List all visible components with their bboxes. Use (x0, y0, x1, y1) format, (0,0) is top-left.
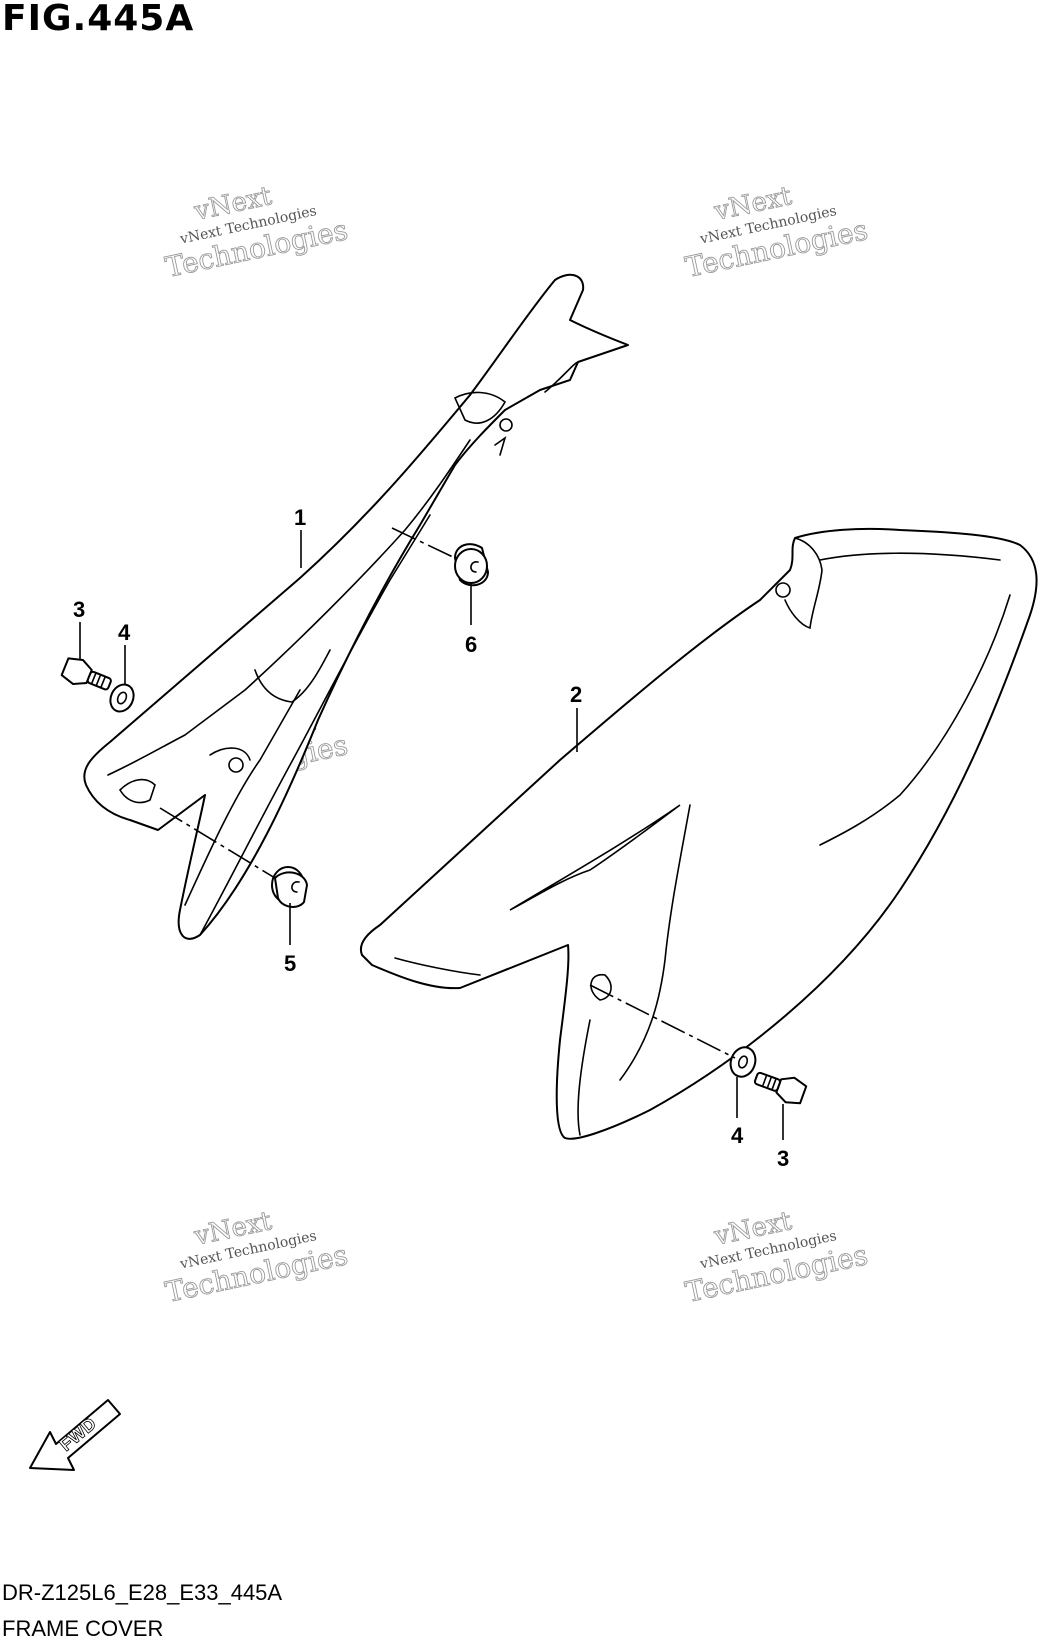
watermark-bottom-right: vNext vNext Technologies Technologies (682, 1206, 871, 1310)
frame-cover-right (360, 527, 1038, 1140)
section-name: FRAME COVER (2, 1616, 164, 1641)
frame-cover-left (83, 273, 629, 940)
bolt-right (753, 1071, 808, 1105)
callout-2: 2 (570, 682, 582, 707)
model-code: DR-Z125L6_E28_E33_445A (2, 1580, 283, 1605)
assembly-line-lower (159, 807, 276, 879)
assembly-line-right (589, 984, 736, 1059)
watermark-top-right: vNext vNext Technologies Technologies (682, 181, 871, 285)
watermark-bottom-left: vNext vNext Technologies Technologies (162, 1206, 351, 1310)
callout-4-left: 4 (118, 620, 131, 645)
callout-3-right: 3 (777, 1146, 789, 1171)
fwd-arrow: FWD (29, 1399, 121, 1471)
figure-title: FIG.445A (2, 0, 195, 39)
callout-5: 5 (284, 951, 296, 976)
watermark-top-left: vNext vNext Technologies Technologies (162, 181, 351, 285)
callout-1: 1 (294, 505, 306, 530)
assembly-line-upper (391, 527, 456, 559)
cushion-upper (454, 543, 489, 587)
washer-right (729, 1046, 757, 1078)
washer-left (109, 683, 135, 713)
callout-4-right: 4 (731, 1123, 744, 1148)
callout-6: 6 (465, 632, 477, 657)
callout-3-left: 3 (73, 597, 85, 622)
bolt-left (60, 657, 112, 691)
cushion-lower (271, 866, 308, 908)
